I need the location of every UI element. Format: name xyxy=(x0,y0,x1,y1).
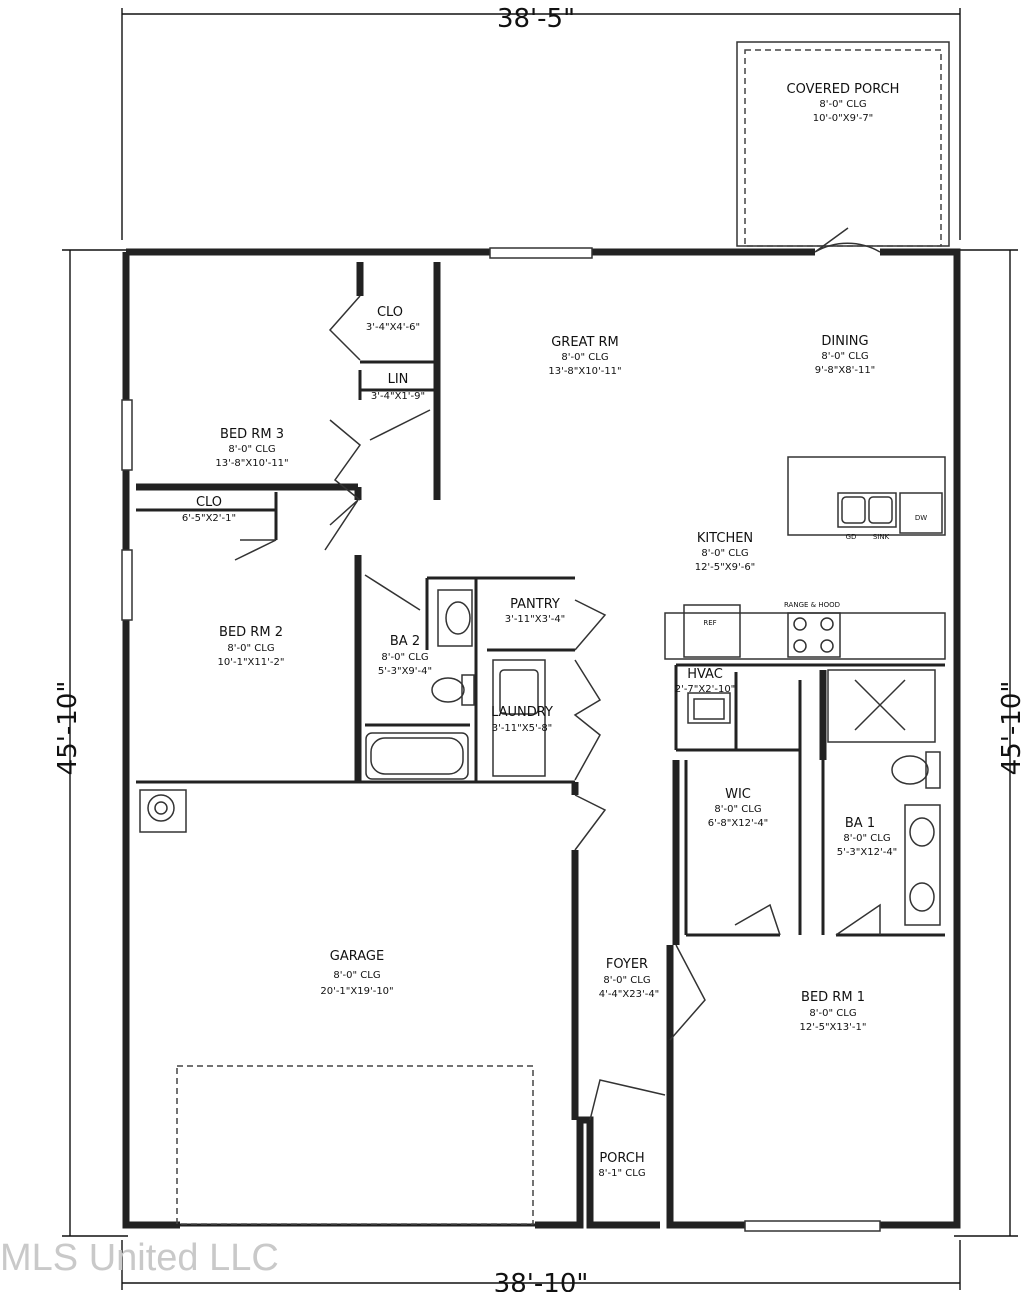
ba-1-size: 5'-3"X12'-4" xyxy=(837,847,898,858)
laundry-size: 3'-11"X5'-8" xyxy=(492,723,553,734)
kitchen-size: 12'-5"X9'-6" xyxy=(695,562,756,573)
kitchen-counter xyxy=(664,604,946,660)
bed-rm-2-name: BED RM 2 xyxy=(219,625,283,640)
bed-rm-3-size: 13'-8"X10'-11" xyxy=(215,458,288,469)
ref-label: REF xyxy=(703,619,716,627)
bed-rm-3-name: BED RM 3 xyxy=(220,427,284,442)
dimension-lines xyxy=(62,8,1018,1290)
bed-rm-1-clg: 8'-0" CLG xyxy=(809,1008,856,1019)
foyer-name: FOYER xyxy=(606,957,648,972)
room-great-rm: GREAT RM 8'-0" CLG 13'-8"X10'-11" xyxy=(548,335,621,377)
hvac-size: 2'-7"X2'-10" xyxy=(675,684,736,695)
ba2-fixtures xyxy=(365,589,475,780)
hvac-name: HVAC xyxy=(687,667,723,682)
room-clo-2: CLO 6'-5"X2'-1" xyxy=(182,495,236,524)
pantry-name: PANTRY xyxy=(510,597,560,612)
great-rm-size: 13'-8"X10'-11" xyxy=(548,366,621,377)
room-clo-1: CLO 3'-4"X4'-6" xyxy=(366,305,420,333)
room-wic: WIC 8'-0" CLG 6'-8"X12'-4" xyxy=(708,787,769,829)
room-covered-porch: COVERED PORCH 8'-0" CLG 10'-0"X9'-7" xyxy=(787,82,900,124)
room-kitchen: KITCHEN 8'-0" CLG 12'-5"X9'-6" xyxy=(695,531,756,573)
gd-label: GD xyxy=(846,533,857,541)
lin-size: 3'-4"X1'-9" xyxy=(371,391,425,402)
bed-rm-2-clg: 8'-0" CLG xyxy=(227,643,274,654)
pantry-size: 3'-11"X3'-4" xyxy=(505,614,566,625)
room-laundry: LAUNDRY 3'-11"X5'-8" xyxy=(491,705,553,734)
laundry-machines xyxy=(492,659,546,777)
room-bed-rm-1: BED RM 1 8'-0" CLG 12'-5"X13'-1" xyxy=(800,990,867,1033)
windows xyxy=(121,247,881,1232)
kitchen-clg: 8'-0" CLG xyxy=(701,548,748,559)
dim-left: 45'-10" xyxy=(53,681,83,776)
covered-porch-outline xyxy=(736,41,950,247)
garage-name: GARAGE xyxy=(330,949,384,964)
laundry-name: LAUNDRY xyxy=(491,705,553,720)
ba-1-clg: 8'-0" CLG xyxy=(843,833,890,844)
water-heater xyxy=(139,789,187,833)
dim-top: 38'-5" xyxy=(497,4,575,34)
room-ba-1: BA 1 8'-0" CLG 5'-3"X12'-4" xyxy=(837,816,898,858)
room-pantry: PANTRY 3'-11"X3'-4" xyxy=(505,597,566,625)
room-lin: LIN 3'-4"X1'-9" xyxy=(371,372,425,402)
exterior-walls xyxy=(122,248,961,1229)
wic-clg: 8'-0" CLG xyxy=(714,804,761,815)
ba-2-name: BA 2 xyxy=(390,634,420,649)
room-porch: PORCH 8'-1" CLG xyxy=(598,1151,645,1179)
door-swings xyxy=(234,227,881,1121)
ba-2-clg: 8'-0" CLG xyxy=(381,652,428,663)
range-hood-label: RANGE & HOOD xyxy=(784,601,840,609)
dining-name: DINING xyxy=(821,334,868,349)
interior-walls xyxy=(136,262,945,1120)
garage-size: 20'-1"X19'-10" xyxy=(320,986,393,997)
room-garage: GARAGE 8'-0" CLG 20'-1"X19'-10" xyxy=(320,949,393,997)
dw-label: DW xyxy=(915,514,927,522)
ba-1-name: BA 1 xyxy=(845,816,875,831)
clo-2-name: CLO xyxy=(196,495,222,510)
foyer-size: 4'-4"X23'-4" xyxy=(599,989,660,1000)
bed-rm-1-size: 12'-5"X13'-1" xyxy=(800,1022,867,1033)
clo-1-name: CLO xyxy=(377,305,403,320)
wic-size: 6'-8"X12'-4" xyxy=(708,818,769,829)
dining-size: 9'-8"X8'-11" xyxy=(815,365,876,376)
great-rm-clg: 8'-0" CLG xyxy=(561,352,608,363)
garage-door-outline xyxy=(176,1065,534,1225)
sink-label: SINK xyxy=(873,533,890,541)
watermark: MLS United LLC xyxy=(0,1237,279,1279)
bed-rm-1-name: BED RM 1 xyxy=(801,990,865,1005)
hvac-unit xyxy=(687,692,731,724)
dining-clg: 8'-0" CLG xyxy=(821,351,868,362)
covered-porch-size: 10'-0"X9'-7" xyxy=(813,113,874,124)
room-ba-2: BA 2 8'-0" CLG 5'-3"X9'-4" xyxy=(378,634,432,677)
lin-name: LIN xyxy=(388,372,409,387)
dim-right: 45'-10" xyxy=(997,681,1024,776)
room-foyer: FOYER 8'-0" CLG 4'-4"X23'-4" xyxy=(599,957,660,1000)
porch-clg: 8'-1" CLG xyxy=(598,1168,645,1179)
bed-rm-2-size: 10'-1"X11'-2" xyxy=(218,657,285,668)
bed-rm-3-clg: 8'-0" CLG xyxy=(228,444,275,455)
covered-porch-name: COVERED PORCH xyxy=(787,82,900,97)
garage-clg: 8'-0" CLG xyxy=(333,970,380,981)
great-rm-name: GREAT RM xyxy=(551,335,619,350)
wic-name: WIC xyxy=(725,787,751,802)
room-bed-rm-3: BED RM 3 8'-0" CLG 13'-8"X10'-11" xyxy=(215,427,288,469)
foyer-clg: 8'-0" CLG xyxy=(603,975,650,986)
ba-2-size: 5'-3"X9'-4" xyxy=(378,666,432,677)
kitchen-island xyxy=(787,456,946,536)
room-dining: DINING 8'-0" CLG 9'-8"X8'-11" xyxy=(815,334,876,376)
room-bed-rm-2: BED RM 2 8'-0" CLG 10'-1"X11'-2" xyxy=(218,625,285,668)
ba1-fixtures xyxy=(827,669,941,926)
room-hvac: HVAC 2'-7"X2'-10" xyxy=(675,667,736,695)
clo-2-size: 6'-5"X2'-1" xyxy=(182,513,236,524)
kitchen-name: KITCHEN xyxy=(697,531,753,546)
porch-name: PORCH xyxy=(599,1151,644,1166)
dim-bottom: 38'-10" xyxy=(494,1269,589,1292)
covered-porch-clg: 8'-0" CLG xyxy=(819,99,866,110)
clo-1-size: 3'-4"X4'-6" xyxy=(366,322,420,333)
